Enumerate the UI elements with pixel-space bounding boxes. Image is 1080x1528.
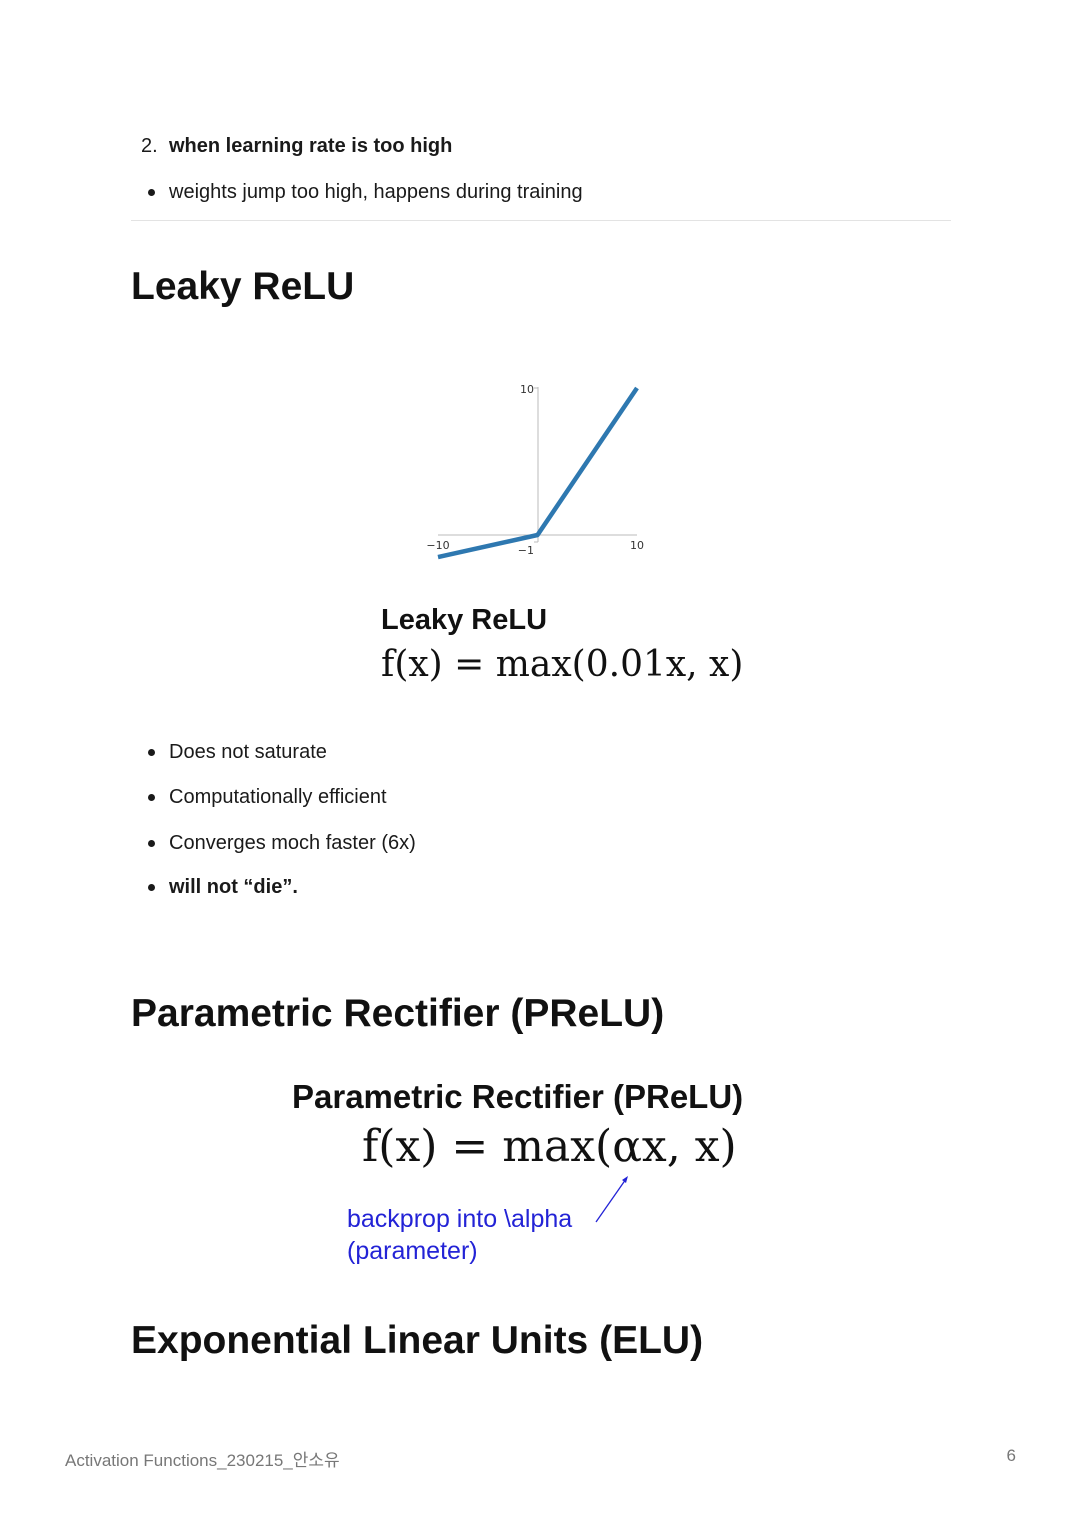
footer-document-title: Activation Functions_230215_안소유 xyxy=(65,1451,340,1470)
leaky-relu-figure-title: Leaky ReLU xyxy=(381,604,548,636)
list-number: 2. xyxy=(141,135,158,157)
y-tick-label-bottom: −1 xyxy=(518,544,534,557)
list-item-text: will not “die”. xyxy=(169,876,298,898)
bullet-icon xyxy=(148,189,155,196)
list-item-text: Does not saturate xyxy=(169,741,327,763)
leaky-relu-formula: f(x) = max(0.01x, x) xyxy=(381,644,744,685)
y-tick-label-top: 10 xyxy=(520,383,534,396)
prelu-figure-title: Parametric Rectifier (PReLU) xyxy=(292,1078,744,1115)
numbered-item: 2. when learning rate is too high xyxy=(141,134,452,158)
prelu-note-line1: backprop into \alpha xyxy=(347,1205,573,1233)
numbered-item-text: when learning rate is too high xyxy=(169,135,453,157)
list-item-text: Converges moch faster (6x) xyxy=(169,832,416,854)
section-heading-leaky-relu: Leaky ReLU xyxy=(131,265,355,308)
prelu-note-line2: (parameter) xyxy=(347,1237,478,1265)
section-heading-elu: Exponential Linear Units (ELU) xyxy=(131,1319,704,1362)
bullet-icon xyxy=(148,840,155,847)
series-line xyxy=(437,386,639,560)
x-tick-label-right: 10 xyxy=(630,539,644,552)
bullet-icon xyxy=(148,749,155,756)
leaky-relu-chart: 10 −1 −10 10 xyxy=(426,383,644,560)
section-heading-prelu: Parametric Rectifier (PReLU) xyxy=(131,992,665,1035)
bullet-icon xyxy=(148,884,155,891)
page-number: 6 xyxy=(1006,1446,1016,1465)
prelu-formula: f(x) = max(αx, x) xyxy=(362,1121,737,1172)
bullet-icon xyxy=(148,794,155,801)
list-item-text: Computationally efficient xyxy=(169,786,387,808)
arrow-icon xyxy=(595,1176,628,1223)
x-tick-label-left: −10 xyxy=(426,539,449,552)
divider xyxy=(131,220,951,221)
list-item-text: weights jump too high, happens during tr… xyxy=(169,181,583,203)
